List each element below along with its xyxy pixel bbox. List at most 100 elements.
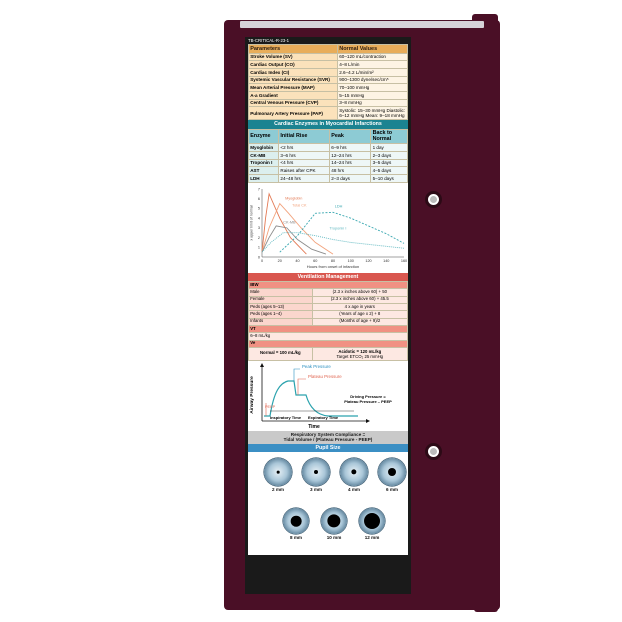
chart-x-tick-label: 120 — [365, 259, 371, 263]
ve-label: Ve — [248, 339, 408, 348]
enzyme-cell: 3–5 days — [370, 158, 408, 168]
waveform-peak: Peak Pressure — [302, 364, 331, 369]
parameter-value: Systolic: 15–30 mmHg Diastolic: 6–12 mmH… — [337, 106, 408, 121]
ibw-row: Infants(Months of age + 9)/2 — [248, 317, 409, 326]
chart-x-tick-label: 160 — [401, 259, 407, 263]
pupil-size-label: 6 mm — [385, 487, 398, 493]
parameters-header: Parameters — [247, 44, 339, 54]
enzyme-cell: 5–10 days — [370, 174, 408, 183]
chart-y-tick-label: 6 — [258, 197, 260, 201]
vt-label: VT — [248, 324, 408, 334]
chart-y-tick-label: 3 — [258, 226, 260, 230]
chart-x-label: Hours from onset of infarction — [307, 264, 359, 269]
pupil-eye — [340, 457, 368, 486]
waveform-driving-1: Driving Pressure = — [350, 394, 386, 399]
clipboard-top-tab — [472, 14, 498, 24]
card-content: Parameters Normal Values Stroke Volume (… — [247, 44, 409, 555]
ve-normal: Normal = 100 mL/kg — [248, 346, 313, 361]
waveform-xlabel: Time — [308, 424, 320, 430]
pupil-size-label: 12 mm — [364, 535, 380, 541]
parameter-name: A-a Gradient — [247, 90, 339, 100]
normal-values-header: Normal Values — [337, 44, 408, 54]
parameter-row: Stroke Volume (SV)60–120 mL/contraction — [247, 52, 408, 62]
chart-y-tick-label: 0 — [258, 255, 260, 259]
pupil-circle — [327, 514, 341, 528]
waveform-driving-2: Plateau Pressure – PEEP — [344, 399, 392, 404]
series-line-ldh — [279, 211, 405, 253]
pupil-size-label: 3 mm — [309, 487, 322, 493]
chart-y-tick-label: 5 — [258, 206, 260, 210]
ve-target: Target ETCO₂ 25 mmHg — [336, 353, 384, 359]
enzyme-cell: 2–3 days — [370, 151, 408, 160]
parameter-row: Cardiac Index (CI)2.6–4.2 L/min/m² — [247, 68, 408, 77]
ibw-row-label: Peds (ages 1–4) — [248, 310, 313, 319]
waveform-plateau: Plateau Pressure — [308, 374, 342, 379]
ibw-row-label: Peds (ages 5–13) — [248, 302, 313, 312]
enzyme-cell: Myoglobin — [247, 143, 280, 153]
ibw-row-value: 4 x age in years — [311, 302, 409, 312]
enzyme-cell: <2 hrs — [278, 143, 331, 153]
pupil-circle — [388, 467, 396, 476]
enzyme-cell: 48 hrs — [329, 166, 372, 175]
clipboard-clip — [240, 21, 484, 28]
ventilation-title: Ventilation Management — [248, 272, 408, 282]
series-line-ck-mb — [261, 225, 327, 255]
enzyme-cell: CK-MB — [247, 151, 280, 160]
ibw-row-value: (2.3 x inches above 60) + 50 — [311, 288, 409, 297]
enzymes-table: Enzyme Initial Rise Peak Back to Normal … — [247, 128, 408, 183]
ibw-row-label: Male — [248, 288, 313, 297]
binder-hole-top — [425, 191, 442, 208]
enzyme-cell: Troponin I — [247, 158, 280, 168]
enzyme-cell: 2–3 days — [329, 174, 372, 183]
pupil-eye — [264, 457, 292, 486]
parameter-row: Systemic Vascular Resistance (SVR)900–13… — [247, 75, 408, 85]
chart-x-tick-label: 40 — [295, 259, 299, 263]
series-label: LDH — [335, 204, 343, 208]
series-label: Myoglobin — [285, 196, 302, 200]
enzyme-cell: <4 hrs — [278, 158, 331, 168]
ibw-row: Peds (ages 1–4)(Years of age x 2) + 8 — [248, 310, 409, 319]
chart-x-tick-label: 20 — [278, 259, 282, 263]
ve-acidotic-cell: Acidotic = 120 mL/kg Target ETCO₂ 25 mmH… — [311, 346, 409, 361]
airway-pressure-waveform: Airway Pressure Time Peak Pressure Plate… — [248, 360, 408, 431]
ibw-row-label: Female — [248, 295, 313, 304]
series-label: Troponin I — [329, 226, 346, 230]
ibw-label: IBW — [248, 281, 408, 290]
waveform-inspiratory: Inspiratory Time — [270, 415, 302, 420]
parameters-table: Parameters Normal Values Stroke Volume (… — [247, 44, 408, 121]
card-id: TB-CRITICAL-R-23-1 — [248, 38, 290, 43]
parameter-value: 60–120 mL/contraction — [337, 52, 408, 62]
series-line-total-ck — [261, 202, 334, 255]
parameter-name: Mean Arterial Pressure (MAP) — [247, 83, 339, 92]
chart-y-tick-label: 4 — [258, 216, 260, 220]
pupil-title: Pupil Size — [248, 443, 408, 452]
parameter-name: Central Venous Pressure (CVP) — [247, 98, 339, 108]
pupil-circle — [290, 515, 302, 527]
pupil-eye — [302, 457, 330, 486]
back-to-normal-header: Back to Normal — [370, 128, 408, 145]
ibw-row: Peds (ages 5–13)4 x age in years — [248, 302, 409, 312]
enzyme-cell: 1 day — [370, 143, 408, 153]
chart-x-tick-label: 140 — [383, 259, 389, 263]
chart-x-tick-label: 0 — [261, 259, 263, 263]
pupil-eye — [283, 507, 309, 534]
parameter-row: Mean Arterial Pressure (MAP)70–100 mmHg — [247, 83, 408, 92]
ibw-row-value: (Months of age + 9)/2 — [311, 317, 409, 326]
parameter-name: Systemic Vascular Resistance (SVR) — [247, 75, 339, 85]
parameter-row: Pulmonary Artery Pressure (PAP)Systolic:… — [247, 106, 408, 121]
pupil-size-label: 2 mm — [271, 487, 284, 493]
enzyme-header: Enzyme — [247, 128, 280, 145]
clipboard-bottom-tab — [474, 600, 498, 612]
parameter-value: 5–15 mmHg — [337, 90, 408, 100]
enzyme-cell: Raises after CPK — [278, 166, 331, 175]
series-line-troponin-i — [261, 231, 405, 253]
parameter-row: Central Venous Pressure (CVP)3–8 mmHg — [247, 98, 408, 108]
ibw-row: Female(2.3 x inches above 60) + 45.5 — [248, 295, 409, 304]
